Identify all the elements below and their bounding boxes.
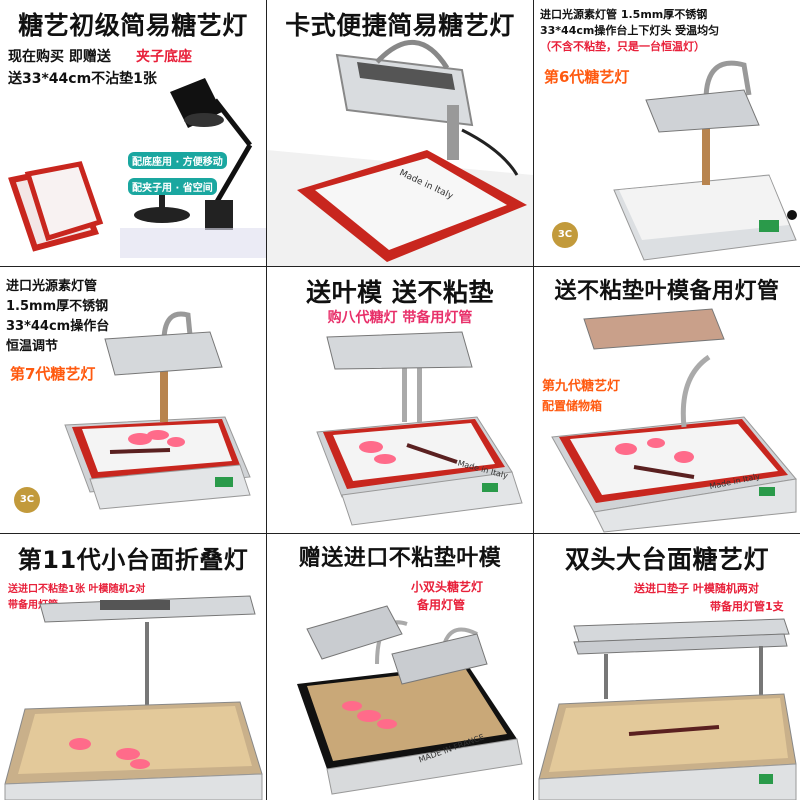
generation-label: 第6代糖艺灯 <box>544 68 630 86</box>
panel-7[interactable]: 第11代小台面折叠灯 送进口不粘垫1张 叶模随机2对 带备用灯管 <box>0 534 266 800</box>
certification-seal: 3C <box>552 222 578 248</box>
badge-clip: 配夹子用 · 省空间 <box>128 178 217 195</box>
lamp-7th-gen-illustration <box>64 311 251 510</box>
panel-8[interactable]: 赠送进口不粘垫叶模 小双头糖艺灯 备用灯管 MADE IN FRANCE <box>267 534 533 800</box>
spec-line: 33*44cm操作台 <box>6 319 110 334</box>
panel-title: 双头大台面糖艺灯 <box>564 545 769 574</box>
promo-line: 小双头糖艺灯 <box>411 580 484 594</box>
panel-1[interactable]: 糖艺初级简易糖艺灯 现在购买 即赠送 夹子底座 送33*44cm不沾垫1张 配底… <box>0 0 266 266</box>
promo-line: 送进口不粘垫1张 叶模随机2对 <box>8 584 146 595</box>
panel-4[interactable]: 进口光源素灯管 1.5mm厚不锈钢 33*44cm操作台 恒温调节 第7代糖艺灯… <box>0 267 266 533</box>
promo-line: 带备用灯管1支 <box>710 600 784 613</box>
promo-highlight: 夹子底座 <box>136 49 192 65</box>
panel-6[interactable]: 送不粘垫叶模备用灯管 第九代糖艺灯 配置储物箱 Made in Italy <box>534 267 800 533</box>
panel-2[interactable]: 卡式便捷简易糖艺灯 Made in Italy <box>267 0 533 266</box>
panel-title: 第11代小台面折叠灯 <box>17 546 249 574</box>
panel-9[interactable]: 双头大台面糖艺灯 送进口垫子 叶模随机两对 带备用灯管1支 <box>534 534 800 800</box>
double-head-small-lamp-illustration <box>297 605 523 795</box>
generation-label: 第九代糖艺灯 <box>542 379 621 394</box>
panel-title: 送不粘垫叶模备用灯管 <box>554 279 780 304</box>
lamp-6th-gen-illustration <box>613 60 797 261</box>
promo-line: 带备用灯管 <box>8 600 58 611</box>
storage-label: 配置储物箱 <box>542 399 603 413</box>
folding-lamp-illustration <box>4 595 263 800</box>
promo-line: 备用灯管 <box>417 598 466 612</box>
spec-line: 1.5mm厚不锈钢 <box>6 299 109 314</box>
clip-lamp-illustration <box>267 40 533 266</box>
panel-title: 赠送进口不粘垫叶模 <box>298 546 502 571</box>
promo-line: 送33*44cm不沾垫1张 <box>8 71 157 87</box>
panel-title: 送叶模 送不粘垫 <box>306 278 494 307</box>
generation-label: 第7代糖艺灯 <box>10 365 96 383</box>
panel-subtitle: 购八代糖灯 带备用灯管 <box>327 310 473 326</box>
panel-title: 卡式便捷简易糖艺灯 <box>285 11 515 40</box>
panel-title: 糖艺初级简易糖艺灯 <box>18 11 248 40</box>
promo-line: 现在购买 即赠送 <box>8 49 111 65</box>
spec-line: 进口光源素灯管 <box>6 279 98 294</box>
badge-base: 配底座用 · 方便移动 <box>128 152 227 169</box>
lamp-8th-gen-illustration <box>316 331 523 526</box>
spec-line: 33*44cm操作台上下灯头 受温均匀 <box>540 24 720 37</box>
panel-3[interactable]: 进口光源素灯管 1.5mm厚不锈钢 33*44cm操作台上下灯头 受温均匀 （不… <box>534 0 800 266</box>
spec-note: （不含不粘垫，只是一台恒温灯） <box>540 40 705 53</box>
promo-line: 送进口垫子 叶模随机两对 <box>634 582 759 595</box>
desk-lamp-illustration <box>8 78 266 258</box>
spec-line: 恒温调节 <box>6 339 59 354</box>
lamp-9th-gen-illustration <box>551 308 797 533</box>
spec-line: 进口光源素灯管 1.5mm厚不锈钢 <box>540 8 708 21</box>
double-head-large-lamp-illustration <box>538 618 797 800</box>
panel-5[interactable]: 送叶模 送不粘垫 购八代糖灯 带备用灯管 Made in Italy <box>267 267 533 533</box>
certification-seal: 3C <box>14 487 40 513</box>
